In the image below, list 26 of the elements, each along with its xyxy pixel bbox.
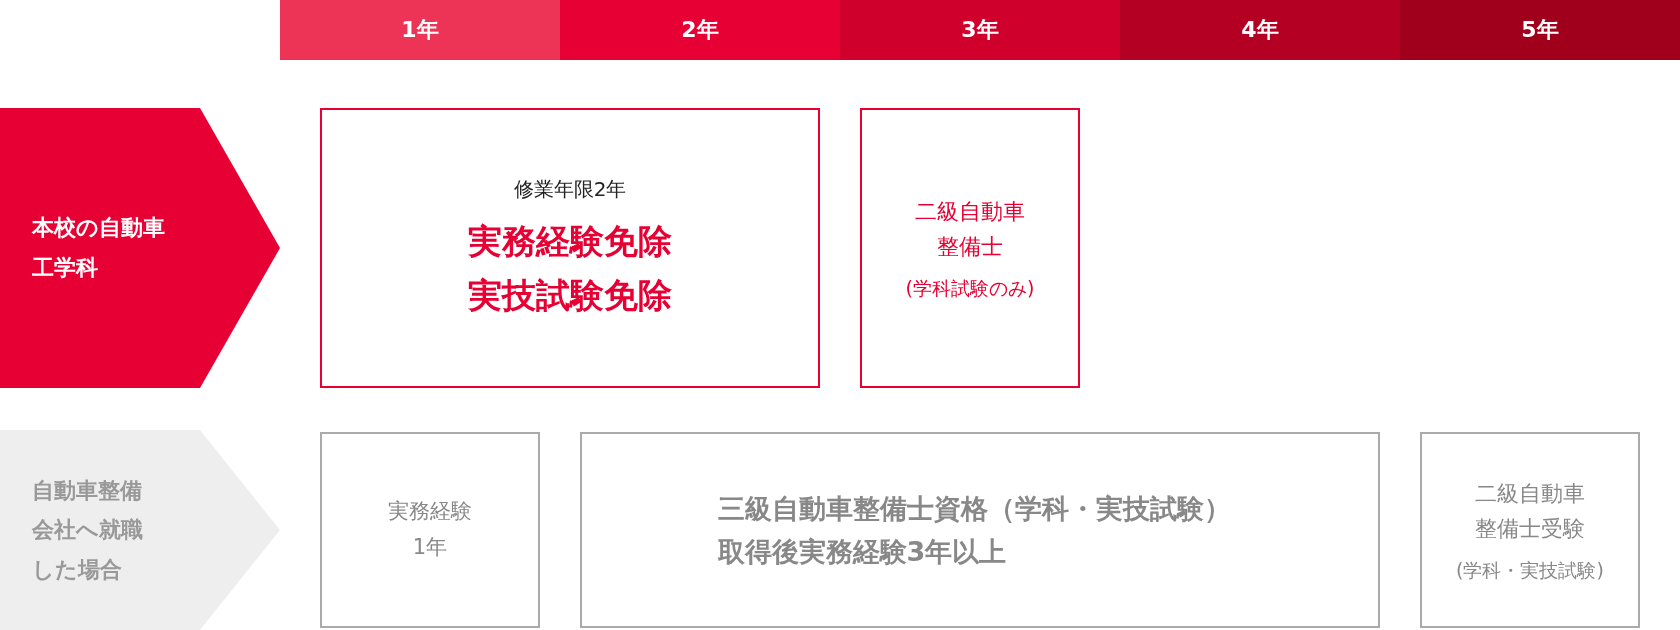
box-subtext: (学科・実技試験) — [1456, 557, 1604, 583]
year-label: 3年 — [961, 16, 999, 44]
row-heading: 本校の自動車工学科 — [32, 214, 166, 282]
box-text: 二級自動車整備士 — [914, 197, 1026, 261]
box-subtext: (学科試験のみ) — [905, 275, 1035, 301]
period-box — [580, 432, 1380, 628]
period-box — [320, 108, 820, 388]
year-header-bar — [1120, 0, 1400, 60]
year-header-bar — [560, 0, 840, 60]
period-box — [320, 432, 540, 628]
box-text: 実務経験1年 — [387, 498, 473, 561]
year-header-bar — [840, 0, 1120, 60]
year-label: 2年 — [681, 16, 719, 44]
year-label: 1年 — [401, 16, 439, 44]
year-label: 4年 — [1241, 16, 1279, 44]
period-box — [1420, 432, 1640, 628]
box-text: 三級自動車整備士資格（学科・実技試験）取得後実務経験3年以上 — [717, 491, 1232, 569]
year-label: 5年 — [1521, 16, 1559, 44]
box-text: 修業年限2年 — [513, 175, 627, 203]
box-text: 二級自動車整備士受験 — [1474, 479, 1586, 543]
row-label-banner — [0, 108, 280, 388]
year-header-bar — [1400, 0, 1680, 60]
period-box — [860, 108, 1080, 388]
row-heading: 自動車整備会社へ就職した場合 — [32, 476, 144, 584]
year-header-bar — [280, 0, 560, 60]
box-subtext: 実務経験免除実技試験免除 — [467, 219, 673, 317]
